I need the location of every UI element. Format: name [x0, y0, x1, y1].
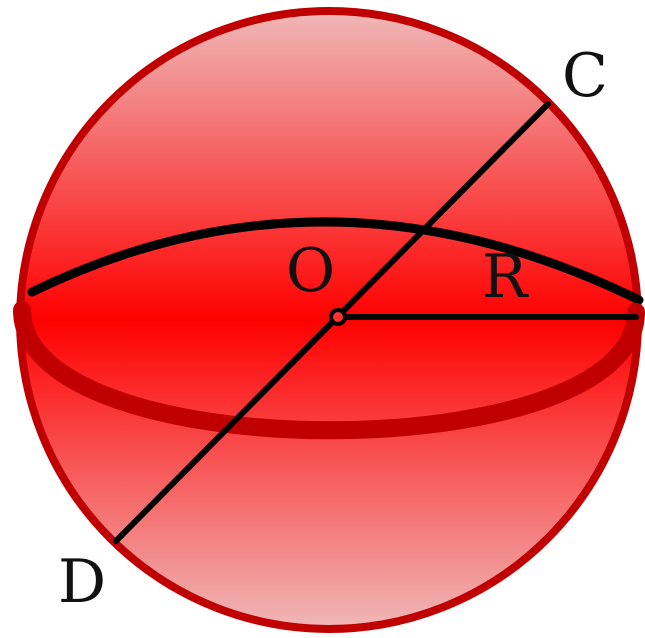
equator-front-rim	[13, 301, 645, 440]
label-point-c: C	[562, 41, 608, 111]
label-point-d: D	[58, 547, 106, 617]
center-point	[329, 308, 347, 326]
label-radius-r: R	[482, 242, 529, 312]
label-center-o: O	[286, 236, 335, 306]
equator-back-arc	[27, 217, 644, 305]
